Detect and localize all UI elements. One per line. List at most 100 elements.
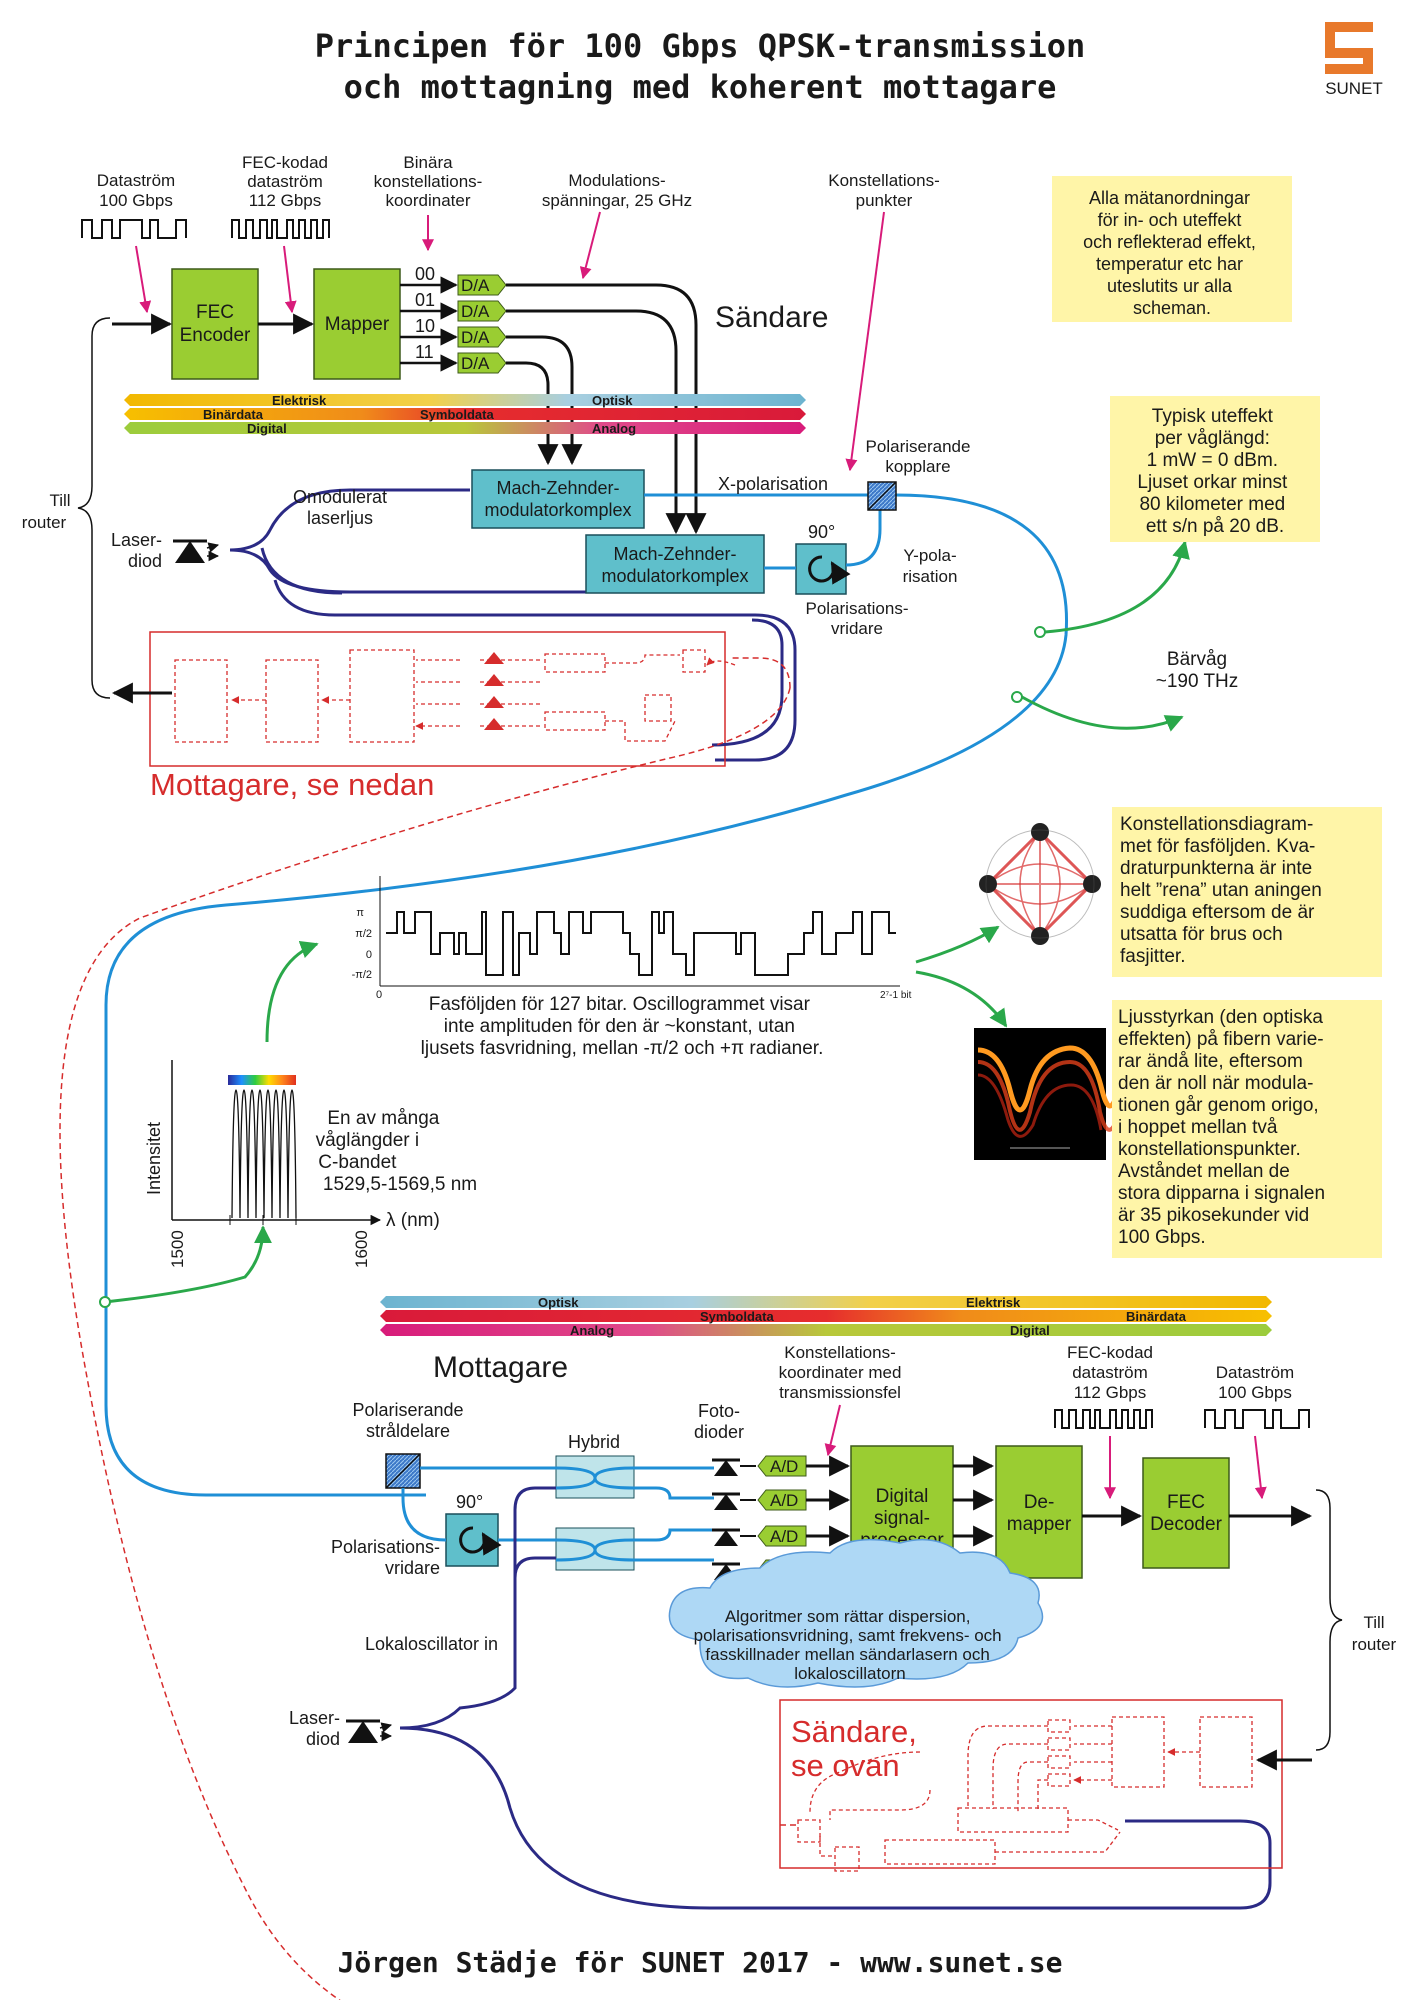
da-label-1: D/A (461, 276, 490, 295)
sender-laser-diode-icon (173, 539, 220, 563)
spectrum-peaks (231, 1089, 297, 1219)
sender-signal-bands: Elektrisk Optisk Binärdata Symboldata Di… (124, 393, 806, 436)
note-eye-box (1112, 1000, 1382, 1258)
da-converter-4 (457, 352, 507, 374)
sender-laser-to-receiver (260, 547, 343, 595)
constellation-diagram (979, 823, 1101, 945)
sender-heading: Sändare (715, 301, 828, 334)
da-converter-1 (457, 274, 507, 296)
da-label-4: D/A (461, 354, 490, 373)
y-pol-fiber-up (845, 509, 882, 567)
osc-trace (386, 911, 896, 976)
da-label-3: D/A (461, 328, 490, 347)
receiver-heading: Mottagare (433, 1351, 568, 1384)
da-to-mzm-lines (506, 283, 707, 535)
spectrum-x2: 1600 (352, 1230, 371, 1268)
rx-rotator-degrees: 90° (456, 1492, 483, 1512)
sender-ref-box (779, 1699, 1283, 1869)
band-bot-digital: Digital (1010, 1323, 1050, 1338)
mzm-2-block (585, 534, 765, 594)
spectrum-ylabel: Intensitet (144, 1122, 164, 1195)
rx-photodiodes-label: Foto-dioder (694, 1401, 744, 1442)
bit-01: 01 (415, 290, 435, 310)
mapper-label: Mapper (325, 314, 390, 335)
rx-data-waveform (1204, 1409, 1310, 1429)
bit-00: 00 (415, 264, 435, 284)
title-line-1: Principen för 100 Gbps QPSK-transmission (315, 27, 1086, 65)
demapper-block (995, 1445, 1083, 1579)
y-pol-label: Y-pola-risation (903, 546, 958, 586)
sender-output-fiber (104, 493, 1069, 1497)
band-top-optisk: Optisk (592, 393, 633, 408)
mapper-block (313, 268, 401, 380)
rx-blue-fibers (401, 1466, 714, 1562)
band-top-digital: Digital (247, 421, 287, 436)
note-constellation-box (1112, 807, 1382, 977)
fec-encoder-block (171, 268, 259, 380)
receiver-pointers (824, 1404, 1267, 1500)
sender-laser-label: Laser-diod (111, 530, 162, 571)
sender-da-group: 00 01 10 11 D/A D/A D/A D/A (400, 264, 507, 374)
note-power-text: Typisk uteffekt per våglängd: 1 mW = 0 d… (1137, 406, 1292, 537)
x-pol-label: X-polarisation (718, 474, 828, 494)
osc-ytick-0: 0 (366, 949, 372, 961)
receiver-ref-diodes (484, 652, 504, 730)
rx-photodiodes (712, 1458, 740, 1580)
receiver-signal-bands: Optisk Elektrisk Symboldata Binärdata An… (380, 1295, 1272, 1338)
fec-decoder-block (1142, 1457, 1230, 1569)
bit-11: 11 (415, 342, 434, 362)
note-measurement-box (1052, 176, 1292, 322)
rx-fec-waveform (1054, 1409, 1153, 1429)
sender-ref-label: Sändare,se ovan (791, 1714, 917, 1783)
rx-hybrid-upper (555, 1455, 635, 1499)
sunet-logo: SUNET (1325, 22, 1383, 98)
osc-ytick-pi2: π/2 (355, 928, 372, 940)
receiver-ref-dashed-link (59, 657, 791, 2000)
mzm-1-label: Mach-Zehnder-modulatorkomplex (484, 478, 631, 520)
sender-pointers (135, 211, 885, 472)
arrow-osc-to-eye (915, 970, 1008, 1028)
osc-ytick-pi: π (356, 907, 364, 919)
dsp-cloud (668, 1538, 1044, 1688)
band-top-symboldata: Symboldata (420, 407, 494, 422)
band-bot-elektrisk: Elektrisk (966, 1295, 1021, 1310)
osc-x0: 0 (376, 989, 382, 1001)
note-constellation-text: Konstellationsdiagram- met för fasföljde… (1120, 814, 1327, 967)
sender-rotator-degrees: 90° (808, 522, 835, 542)
rx-tap (99, 1296, 111, 1308)
arrow-fiber-to-spectrum (104, 1225, 272, 1304)
osc-ytick-mpi2: -π/2 (352, 969, 372, 981)
carrier-label: Bärvåg~190 THz (1156, 649, 1239, 692)
note-measurement-text: Alla mätanordningar för in- och uteffekt… (1083, 188, 1261, 318)
mzm-2-label: Mach-Zehnder-modulatorkomplex (601, 544, 748, 586)
footer-credit: Jörgen Städje för SUNET 2017 - www.sunet… (338, 1946, 1063, 1979)
arrow-spectrum-to-osc (265, 941, 319, 1043)
receiver-ref-box (149, 631, 726, 767)
sender-rotator-label: Polarisations-vridare (806, 599, 909, 638)
sender-rotator-block (795, 543, 847, 595)
bit-10: 10 (415, 316, 435, 336)
rx-rotator-icon (459, 1526, 502, 1556)
receiver-ref-label: Mottagare, se nedan (150, 767, 434, 802)
sender-taps (1011, 540, 1190, 732)
ad-label-2: A/D (770, 1491, 798, 1510)
sender-laser-fiber-2 (229, 548, 586, 594)
band-top-elektrisk: Elektrisk (272, 393, 327, 408)
sender-ref-sketch (797, 1716, 1253, 1872)
sender-rotator-icon (808, 555, 851, 585)
lo-label: Lokaloscillator in (365, 1634, 498, 1654)
rx-laser-label: Laser-diod (289, 1708, 340, 1749)
spectrum-chart: Intensitet λ (nm) 1500 1600 (144, 1060, 440, 1268)
